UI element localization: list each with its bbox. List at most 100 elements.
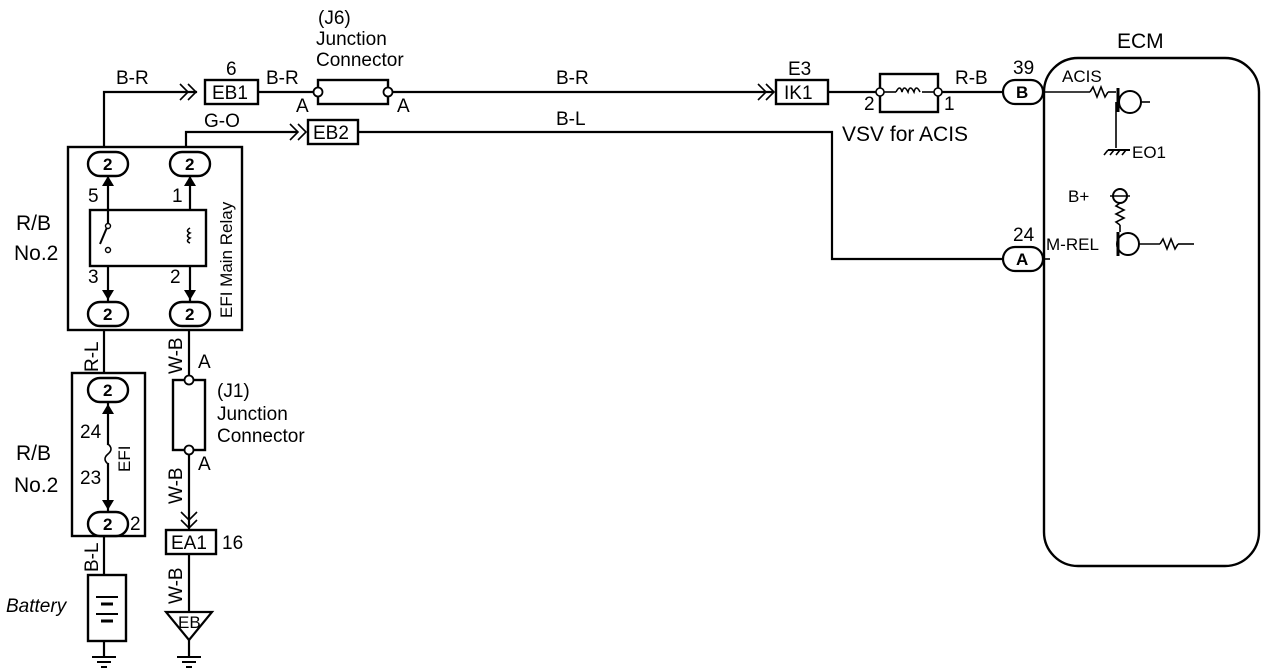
- j1-line2: Connector: [217, 426, 305, 447]
- j1-pin-bottom: A: [198, 454, 211, 475]
- relay-plug-top-left-num: 2: [103, 155, 112, 174]
- ecm-pin-a-number: 24: [1013, 225, 1035, 246]
- connector-ea1-label: EA1: [171, 533, 207, 554]
- wire-label-rb: R-B: [955, 68, 988, 89]
- chevron-down-icon: [180, 519, 198, 530]
- ecm-pin-b-code: B: [1016, 83, 1028, 102]
- vsv-for-acis: 2 1 VSV for ACIS: [842, 72, 968, 146]
- j1-terminal-bottom: [183, 444, 195, 456]
- wire-bl-eb2-to-ecm: [356, 130, 1005, 261]
- connector-ea1-box: [164, 528, 218, 556]
- arrow-up-icon: [184, 176, 196, 186]
- vsv-box: [878, 72, 940, 114]
- resistor-icon: [1159, 236, 1179, 252]
- relay-block: 2 2 2 2 5 3 1 2 EFI Main Relay R/B No.2: [14, 145, 244, 332]
- chevron-icon: [297, 123, 308, 141]
- fuse-block-rb-no: No.2: [14, 474, 58, 497]
- wire-label-br-3: B-R: [556, 68, 589, 89]
- ground-eb-label: EB: [178, 613, 201, 632]
- connector-ik1: IK1 E3: [757, 59, 830, 106]
- connector-eb2-box: [306, 118, 360, 146]
- ecm-supply-label: B+: [1068, 187, 1089, 206]
- relay-block-rb-no: No.2: [14, 242, 58, 265]
- fuse-plug-bottom: [86, 510, 130, 538]
- relay-plug-bottom-left-num: 2: [103, 305, 112, 324]
- connector-ea1-pin: 16: [222, 533, 243, 554]
- resistor-icon: [1114, 202, 1126, 226]
- chevron-icon: [757, 83, 768, 101]
- relay-plug-bottom-right-num: 2: [185, 305, 194, 324]
- arrow-down-icon: [102, 500, 114, 510]
- ecm-box: [1042, 56, 1261, 568]
- connector-ik1-pin: E3: [788, 59, 811, 80]
- relay-block-rb: R/B: [16, 212, 51, 235]
- relay-pin-switch-bottom: 3: [88, 267, 99, 288]
- wires: [102, 90, 1005, 658]
- j6-box: [316, 78, 390, 106]
- ecm: ECM B 39 ACIS EO1 B+ A 24 M-REL: [1001, 30, 1261, 568]
- ecm-pin-a-signal: M-REL: [1046, 235, 1099, 254]
- ecm-pin-b-signal: ACIS: [1062, 67, 1102, 86]
- battery-label: Battery: [6, 596, 68, 617]
- wire-label-rl: R-L: [82, 341, 103, 372]
- ecm-pin-b-number: 39: [1013, 58, 1034, 79]
- chevron-icon: [187, 83, 198, 101]
- vsv-terminal-right: [933, 87, 943, 97]
- battery: Battery: [6, 573, 128, 668]
- wire-label-br-1: B-R: [116, 68, 149, 89]
- fuse-plug-top-num: 2: [103, 381, 112, 400]
- ground-triangle-icon: [163, 610, 215, 642]
- arrow-down-icon: [184, 290, 196, 300]
- relay-plug-top-right-num: 2: [185, 155, 194, 174]
- connector-eb1-pin: 6: [226, 59, 237, 80]
- relay-name: EFI Main Relay: [217, 201, 236, 318]
- connector-eb1-label: EB1: [212, 83, 248, 104]
- relay-pin-coil-top: 1: [172, 186, 183, 207]
- j1-terminal-top: [183, 374, 195, 386]
- ground-eb: EB: [163, 610, 215, 668]
- junction-connector-j1: A A (J1) Junction Connector: [171, 352, 305, 475]
- j6-line2: Connector: [316, 50, 404, 71]
- wire-br-relay-to-eb1: [102, 90, 198, 154]
- wire-label-wb-2: W-B: [166, 467, 187, 504]
- fuse-block-rb: R/B: [16, 442, 51, 465]
- chevron-down-icon: [180, 511, 198, 522]
- wire-label-go: G-O: [204, 111, 240, 132]
- ecm-pin-a-code: A: [1016, 250, 1028, 269]
- j6-pin-left: A: [296, 96, 309, 117]
- connector-ik1-box: [774, 78, 830, 106]
- j6-line1: Junction: [316, 29, 387, 50]
- relay-pin-coil-bottom: 2: [170, 267, 181, 288]
- vsv-pin-right: 1: [944, 94, 955, 115]
- solenoid-coil-icon: [895, 87, 921, 95]
- chevron-icon: [289, 123, 300, 141]
- resistor-icon: [1089, 84, 1109, 100]
- wire-label-wb-3: W-B: [166, 567, 187, 604]
- j1-box: [171, 378, 207, 452]
- relay-plug-bottom-right: [168, 300, 212, 328]
- j6-id: (J6): [318, 8, 351, 29]
- ecm-ground-label: EO1: [1132, 143, 1166, 162]
- fuse-pin-top: 24: [80, 422, 102, 443]
- connector-ik1-label: IK1: [784, 83, 813, 104]
- fuse-block: 2 2 24 23 EFI 2 R/B No.2: [14, 371, 147, 538]
- connector-eb1-box: [203, 78, 260, 106]
- wire-labels: B-R B-R B-R G-O B-L R-B R-L W-B W-B W-B …: [82, 68, 988, 604]
- wire-label-wb-1: W-B: [166, 337, 187, 374]
- fuse-icon: [104, 443, 112, 465]
- battery-box: [86, 573, 128, 643]
- relay-coil-icon: [186, 227, 192, 244]
- j1-line1: Junction: [217, 404, 288, 425]
- arrow-down-icon: [102, 290, 114, 300]
- wire-label-br-2: B-R: [266, 68, 299, 89]
- vsv-terminal-left: [875, 87, 885, 97]
- wire-go-relay-to-eb2: [184, 130, 298, 154]
- fuse-side-label: 2: [130, 514, 141, 535]
- ground-hatch-icon: [1103, 149, 1127, 156]
- j1-id: (J1): [217, 381, 250, 402]
- arrow-up-icon: [102, 176, 114, 186]
- chevron-icon: [179, 83, 190, 101]
- connector-ea1: EA1 16: [164, 511, 243, 556]
- junction-connector-j6: (J6) Junction Connector A A: [296, 8, 410, 117]
